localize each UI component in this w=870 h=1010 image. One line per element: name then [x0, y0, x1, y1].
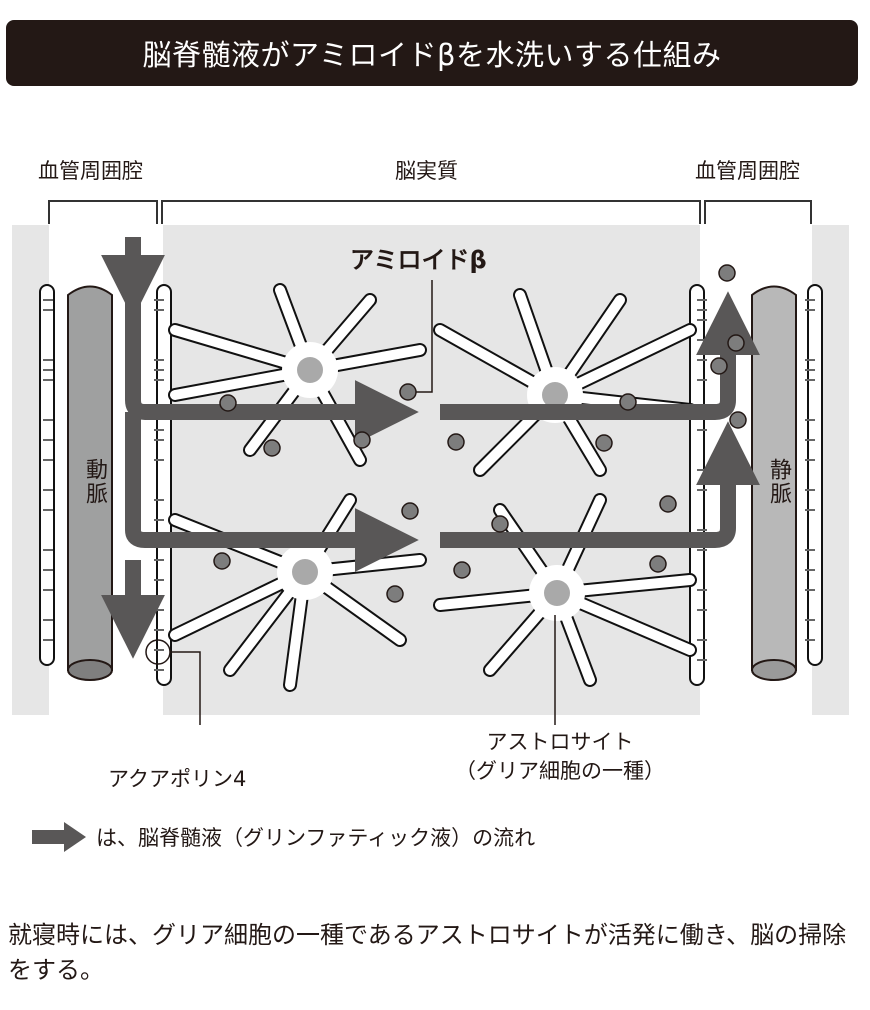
region-label-right-perivascular: 血管周囲腔: [695, 159, 800, 183]
nucleus-2: [542, 382, 568, 408]
bracket-left: [48, 200, 158, 224]
region-label-left-perivascular: 血管周囲腔: [38, 159, 143, 183]
astrocyte-label-line2: （グリア細胞の一種）: [455, 759, 665, 784]
amyloid-beta-label: アミロイドβ: [350, 246, 487, 274]
glymphatic-diagram: [12, 225, 849, 725]
astrocyte-label: アストロサイト （グリア細胞の一種）: [440, 728, 680, 787]
region-label-brain-parenchyma: 脳実質: [395, 159, 458, 183]
legend-text: は、脳脊髄液（グリンファティック液）の流れ: [96, 826, 536, 850]
vein-label: 静脈: [766, 458, 791, 506]
csf-flow-arrows: [101, 237, 760, 659]
artery-label: 動脈: [82, 458, 107, 506]
bracket-center: [161, 200, 701, 224]
caption: 就寝時には、グリア細胞の一種であるアストロサイトが活発に働き、脳の掃除をする。: [8, 921, 847, 984]
callout-lines: [145, 280, 556, 725]
nucleus-1: [297, 357, 323, 383]
nucleus-4: [544, 580, 570, 606]
flow-arrow-icon: [32, 822, 86, 852]
title-bar: 脳脊髄液がアミロイドβを水洗いする仕組み: [6, 20, 858, 86]
amyloid-beta-dots: [213, 264, 747, 603]
nucleus-3: [292, 559, 318, 585]
diagram-title: 脳脊髄液がアミロイドβを水洗いする仕組み: [142, 38, 722, 72]
vein: [751, 285, 797, 681]
aquaporin-text: アクアポリン4: [108, 767, 247, 791]
artery: [67, 285, 113, 681]
astrocyte-label-line1: アストロサイト: [486, 730, 634, 754]
legend: は、脳脊髄液（グリンファティック液）の流れ: [30, 820, 535, 854]
bracket-right: [704, 200, 812, 224]
aquaporin-label: アクアポリン4: [108, 765, 246, 794]
